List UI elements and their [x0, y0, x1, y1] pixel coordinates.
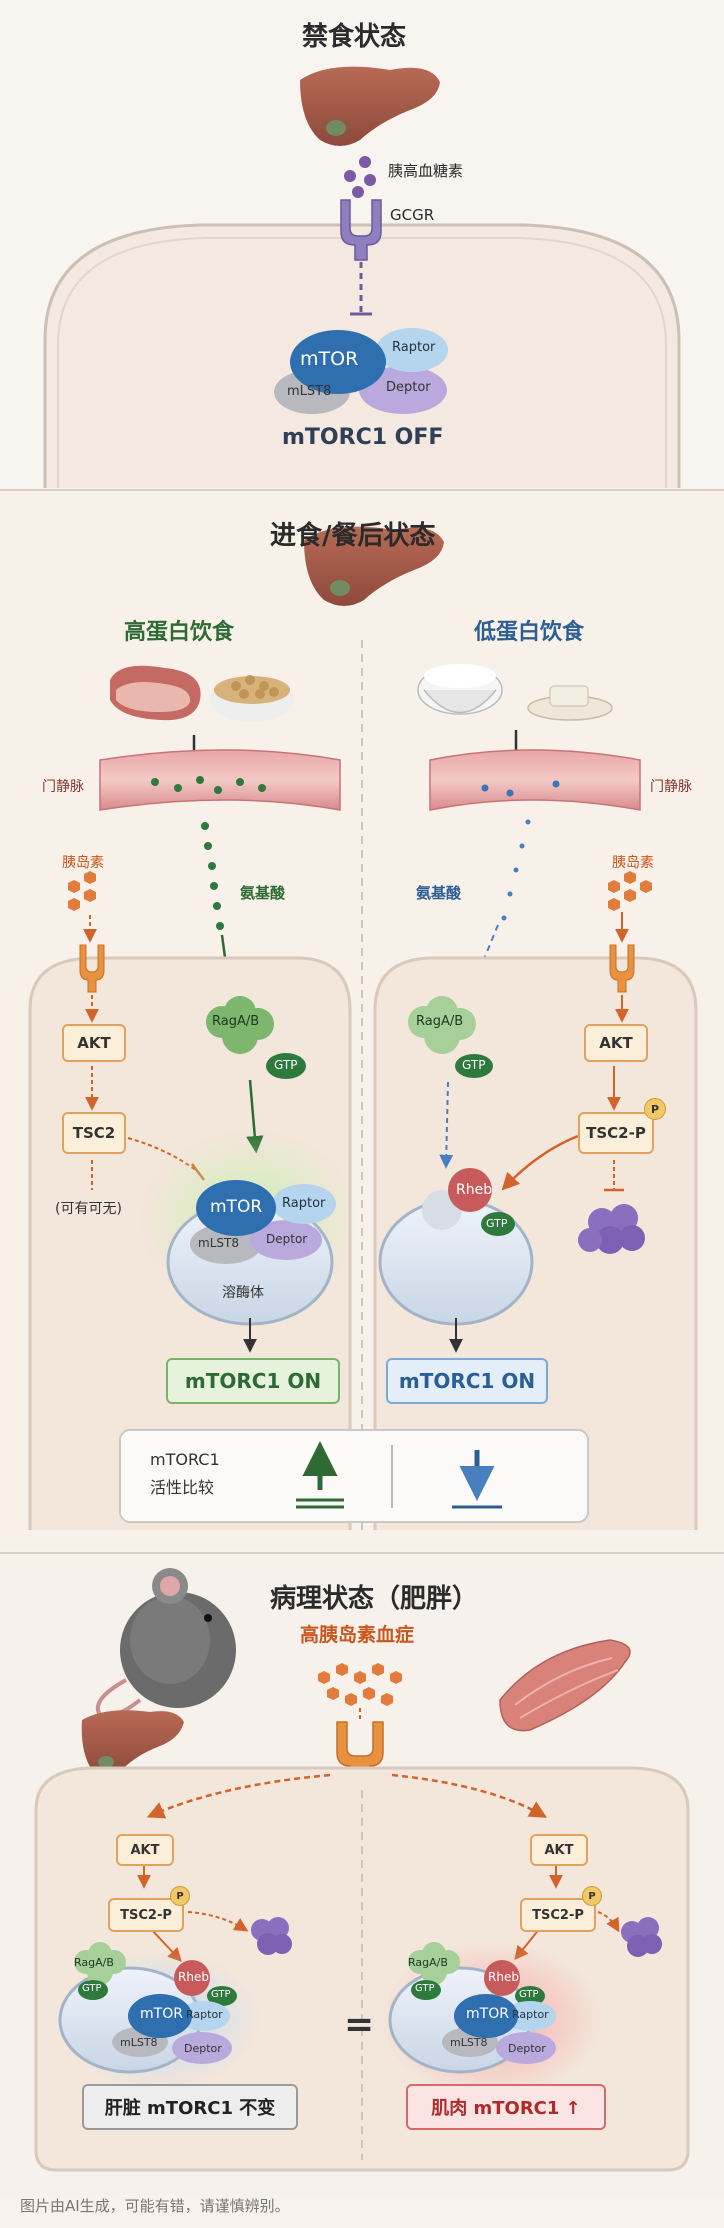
gcgr-label: GCGR — [390, 206, 435, 224]
insulin-left: 胰岛素 — [62, 855, 104, 871]
raga-muscle: RagA/B — [408, 1956, 448, 1969]
rheb-gtp-liver: GTP — [211, 1989, 231, 2000]
mtor-left: mTOR — [210, 1197, 263, 1217]
gtp-muscle: GTP — [415, 1983, 435, 1994]
phospho-badge-liver: P — [170, 1886, 190, 1906]
high-protein-title: 高蛋白饮食 — [124, 620, 235, 645]
akt-muscle: AKT — [530, 1834, 588, 1866]
deptor-left: Deptor — [266, 1232, 308, 1246]
deptor-liver: Deptor — [184, 2042, 222, 2055]
status-left: mTORC1 ON — [166, 1358, 340, 1404]
akt-left: AKT — [62, 1024, 126, 1062]
phospho-badge-right: P — [644, 1098, 666, 1120]
phospho-badge-muscle: P — [582, 1886, 602, 1906]
tsc2-muscle: TSC2-P — [520, 1898, 596, 1932]
portal-right: 门静脉 — [650, 779, 692, 795]
rheb-gtp-right: GTP — [486, 1217, 508, 1230]
portal-left: 门静脉 — [42, 779, 84, 795]
rheb-muscle: Rheb — [488, 1970, 519, 1984]
gtp-left: GTP — [274, 1058, 298, 1072]
tsc2-left: TSC2 — [62, 1112, 126, 1154]
raptor-muscle: Raptor — [512, 2008, 549, 2021]
insulin-right: 胰岛素 — [612, 855, 654, 871]
fasting-deptor: Deptor — [386, 380, 431, 395]
hyperinsulinemia-label: 高胰岛素血症 — [300, 1624, 415, 1646]
amino-acid-right: 氨基酸 — [416, 884, 462, 902]
fed-title: 进食/餐后状态 — [270, 521, 436, 551]
akt-liver: AKT — [116, 1834, 174, 1866]
tsc2-liver: TSC2-P — [108, 1898, 184, 1932]
lysosome-label: 溶酶体 — [222, 1285, 264, 1301]
footer-disclaimer: 图片由AI生成，可能有错，请谨慎辨别。 — [20, 2197, 290, 2215]
raptor-left: Raptor — [282, 1196, 326, 1211]
compare-label-1: mTORC1 — [150, 1450, 220, 1469]
raga-liver: RagA/B — [74, 1956, 114, 1969]
mlst8-liver: mLST8 — [120, 2036, 158, 2049]
optional-note: (可有可无) — [55, 1201, 122, 1217]
fasting-mlst8: mLST8 — [287, 384, 332, 399]
low-protein-title: 低蛋白饮食 — [474, 620, 585, 645]
mlst8-muscle: mLST8 — [450, 2036, 488, 2049]
compare-label-2: 活性比较 — [150, 1478, 215, 1497]
rheb-gtp-muscle: GTP — [519, 1989, 539, 2000]
equals-sign: = — [344, 2004, 375, 2045]
status-right: mTORC1 ON — [386, 1358, 548, 1404]
mlst8-left: mLST8 — [198, 1236, 239, 1250]
fasting-mtor: mTOR — [300, 348, 359, 370]
mtor-muscle: mTOR — [466, 2006, 509, 2022]
raga-left: RagA/B — [212, 1014, 260, 1029]
gtp-right: GTP — [462, 1058, 486, 1072]
deptor-muscle: Deptor — [508, 2042, 546, 2055]
raptor-liver: Raptor — [186, 2008, 223, 2021]
fasting-status: mTORC1 OFF — [282, 425, 444, 450]
akt-right: AKT — [584, 1024, 648, 1062]
rheb-right: Rheb — [456, 1182, 493, 1198]
tsc2-right: TSC2-P — [578, 1112, 654, 1154]
glucagon-label: 胰高血糖素 — [388, 162, 464, 180]
status-muscle: 肌肉 mTORC1 ↑ — [406, 2084, 606, 2130]
rheb-liver: Rheb — [178, 1970, 209, 1984]
status-liver: 肝脏 mTORC1 不变 — [82, 2084, 298, 2130]
raga-right: RagA/B — [416, 1014, 464, 1029]
gtp-liver: GTP — [82, 1983, 102, 1994]
obese-title: 病理状态（肥胖） — [270, 1584, 479, 1614]
amino-acid-left: 氨基酸 — [240, 884, 286, 902]
fasting-raptor: Raptor — [392, 340, 436, 355]
mtor-liver: mTOR — [140, 2006, 183, 2022]
fasting-title: 禁食状态 — [302, 22, 407, 52]
